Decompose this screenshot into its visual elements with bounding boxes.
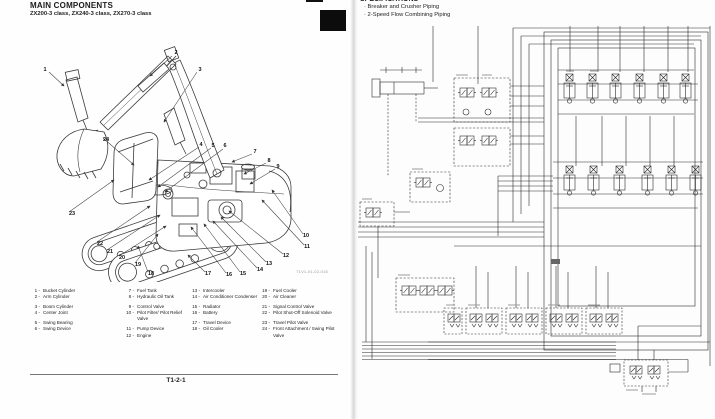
- legend-item: 14Air Conditioner Condenser: [190, 294, 258, 300]
- excavator-body-group: [56, 46, 292, 292]
- callout-number: 21: [106, 249, 114, 255]
- legend-item: 7Fuel Tank: [124, 288, 188, 294]
- callout-number: 15: [239, 271, 247, 277]
- callout-number: 6: [223, 143, 227, 149]
- callout-number: 1: [43, 67, 47, 73]
- legend-item: 11Pump Device: [124, 326, 188, 332]
- legend-item: 5Swing Bearing: [30, 320, 122, 326]
- callout-number: 5: [211, 143, 215, 149]
- legend-item: 9Control Valve: [124, 304, 188, 310]
- footer-rule: [30, 374, 338, 375]
- callout-number: 20: [118, 255, 126, 261]
- legend-item: 20Air Cleaner: [260, 294, 346, 300]
- callout-number: 7: [253, 149, 257, 155]
- legend-item: 23Travel Pilot Valve: [260, 320, 346, 326]
- section-tab-marker: [320, 10, 346, 31]
- specs-bullet-item: Breaker and Crusher Piping: [360, 3, 450, 11]
- callout-number: 2: [174, 50, 178, 56]
- page-number: T1-2-1: [166, 377, 186, 384]
- legend-item: 21Signal Control Valve: [260, 304, 346, 310]
- page-main-components: MAIN COMPONENTS ZX200-3 class, ZX240-3 c…: [0, 0, 352, 419]
- hydraulic-circuit-diagram: [358, 26, 711, 395]
- legend-item: 22Pilot Shut-Off Solenoid Valve: [260, 310, 346, 316]
- page-subtitle: ZX200-3 class, ZX240-3 class, ZX270-3 cl…: [30, 11, 152, 17]
- specs-bullet-item: 2-Speed Flow Combining Piping: [360, 11, 451, 19]
- excavator-drawing: [48, 46, 305, 292]
- callout-number: 19: [134, 262, 142, 268]
- specs-bullets: Breaker and Crusher Piping2-Speed Flow C…: [360, 3, 451, 19]
- legend-item: 6Swing Device: [30, 326, 122, 332]
- excavator-figure: [22, 32, 342, 292]
- legend-column-1: 1Bucket Cylinder2Arm Cylinder 3Boom Cylin…: [30, 288, 122, 337]
- component-label-block: [551, 259, 560, 264]
- callout-number: 22: [96, 241, 104, 247]
- legend-item: 17Travel Device: [190, 320, 258, 326]
- page-specifications: SPECIFICATIONS Breaker and Crusher Pipin…: [358, 0, 715, 419]
- legend-item: 13Intercooler: [190, 288, 258, 294]
- legend-column-3: 13Intercooler14Air Conditioner Condenser…: [190, 288, 258, 337]
- callout-number: 18: [147, 271, 155, 277]
- callout-number: 4: [199, 142, 203, 148]
- callout-number: 16: [225, 272, 233, 278]
- circuit-figure: [358, 26, 715, 419]
- circuit-lines-group: [358, 26, 711, 392]
- callout-number: 9: [276, 164, 280, 170]
- parts-legend: 1Bucket Cylinder2Arm Cylinder 3Boom Cylin…: [0, 288, 352, 354]
- legend-column-4: 19Fuel Cooler20Air Cleaner 21Signal Contr…: [260, 288, 346, 343]
- legend-item: 19Fuel Cooler: [260, 288, 346, 294]
- callout-number: 11: [304, 244, 310, 250]
- callout-number: 12: [282, 253, 290, 259]
- callout-number: 23: [68, 211, 76, 217]
- callout-number: 14: [256, 267, 264, 273]
- legend-item: 1Bucket Cylinder: [30, 288, 122, 294]
- page-title: MAIN COMPONENTS: [30, 1, 113, 10]
- specs-title: SPECIFICATIONS: [360, 0, 450, 3]
- legend-item: 8Hydraulic Oil Tank: [124, 294, 188, 300]
- legend-item: 15Radiator: [190, 304, 258, 310]
- callout-number: 24: [102, 137, 110, 143]
- callout-leader-lines: [48, 55, 305, 274]
- specs-header: SPECIFICATIONS Breaker and Crusher Pipin…: [360, 0, 450, 19]
- callout-number: 3: [198, 67, 202, 73]
- legend-item: 4Center Joint: [30, 310, 122, 316]
- callout-number: 8: [267, 158, 271, 164]
- callout-number: 17: [204, 271, 212, 277]
- legend-column-2: 7Fuel Tank8Hydraulic Oil Tank 9Control Va…: [124, 288, 188, 343]
- header-rule: [306, 0, 323, 2]
- page-gutter: [350, 0, 358, 419]
- legend-item: 24Front Attachment / Swing Pilot Valve: [260, 326, 346, 338]
- drawing-code: T1V1-01-02-015: [296, 269, 328, 274]
- callout-number: 10: [302, 233, 310, 239]
- legend-item: 18Oil Cooler: [190, 326, 258, 332]
- legend-item: 2Arm Cylinder: [30, 294, 122, 300]
- legend-item: 12Engine: [124, 333, 188, 339]
- legend-item: 16Battery: [190, 310, 258, 316]
- legend-item: 10Pilot Filter/ Pilot Relief Valve: [124, 310, 188, 322]
- legend-item: 3Boom Cylinder: [30, 304, 122, 310]
- callout-number: 13: [265, 261, 273, 267]
- micro-label-marks: [362, 70, 656, 395]
